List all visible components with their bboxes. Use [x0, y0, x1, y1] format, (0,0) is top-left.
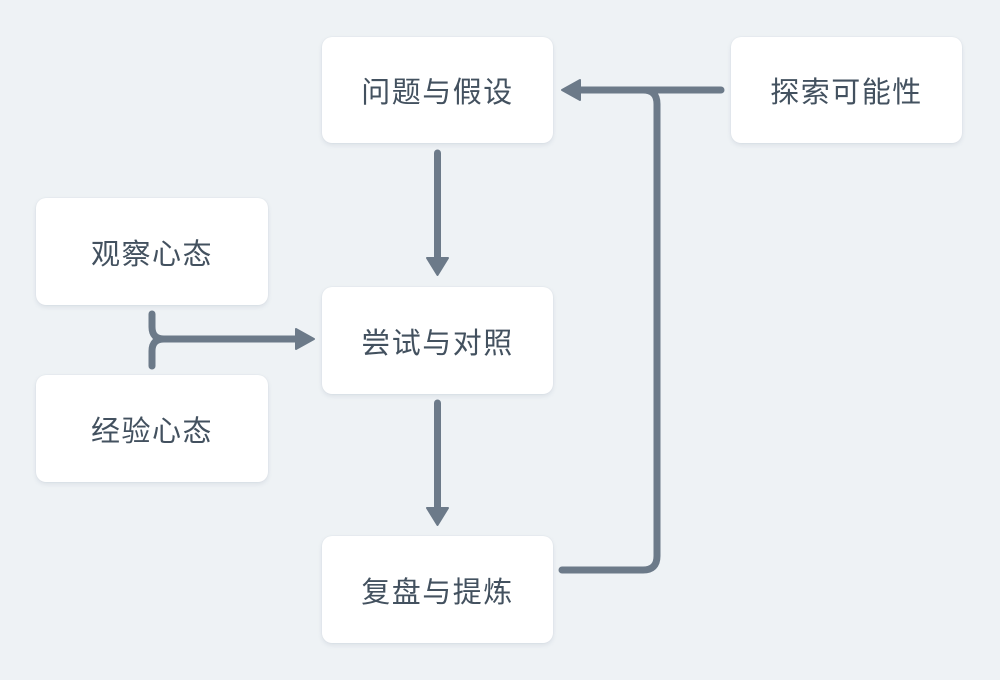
node-experience-mindset[interactable]: 经验心态: [36, 375, 268, 482]
edge-review-feedback-to-problem: [558, 86, 661, 574]
node-problem-hypothesis-label: 问题与假设: [361, 77, 514, 109]
edge-mindsets-merge-to-try: [148, 310, 315, 370]
edge-try-to-review: [426, 399, 449, 526]
node-review-and-refine[interactable]: 复盘与提炼: [322, 536, 553, 643]
node-review-and-refine-label: 复盘与提炼: [361, 576, 514, 609]
edge-explore-to-problem: [561, 79, 725, 101]
node-experience-mindset-label: 经验心态: [90, 415, 213, 448]
node-problem-hypothesis[interactable]: 问题与假设: [322, 37, 553, 143]
node-observation-mindset-label: 观察心态: [90, 238, 213, 271]
node-observation-mindset[interactable]: 观察心态: [36, 198, 268, 305]
edge-problem-to-try: [426, 149, 449, 276]
node-try-and-compare[interactable]: 尝试与对照: [322, 287, 553, 394]
node-explore-possibilities[interactable]: 探索可能性: [731, 37, 962, 143]
node-try-and-compare-label: 尝试与对照: [361, 327, 514, 360]
node-explore-possibilities-label: 探索可能性: [770, 77, 923, 109]
